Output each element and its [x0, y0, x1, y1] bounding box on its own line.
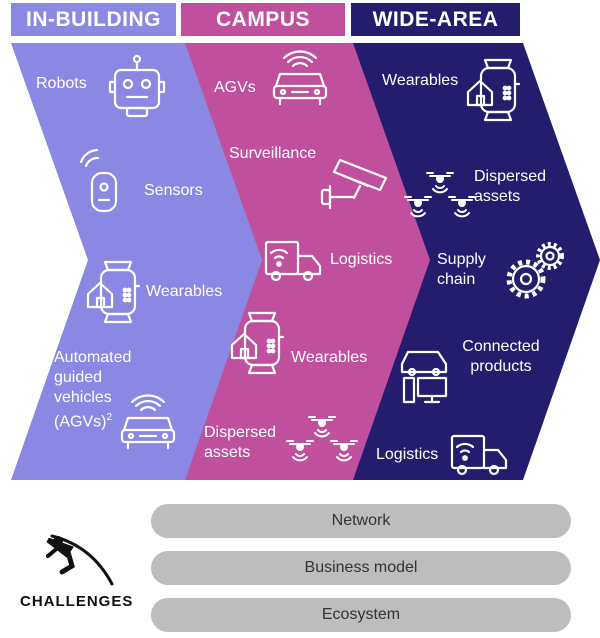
- label-supply-chain: Supply chain: [437, 251, 486, 288]
- pole-vault-icon: [46, 534, 114, 586]
- surveillance-camera-icon: [320, 158, 388, 210]
- challenge-business-model: Business model: [151, 551, 571, 585]
- label-sensors: Sensors: [144, 182, 203, 199]
- header-in-building: IN-BUILDING: [11, 3, 176, 36]
- challenges-label: CHALLENGES: [20, 593, 134, 610]
- label-dispersed-assets: Dispersed assets: [204, 424, 277, 461]
- label-surveillance: Surveillance: [229, 145, 317, 162]
- label-wearables: Wearables: [291, 349, 368, 366]
- challenge-ecosystem: Ecosystem: [151, 598, 571, 632]
- header-wide-area: WIDE-AREA: [351, 3, 520, 36]
- gears-icon: [506, 242, 564, 299]
- sensor-icon: [79, 148, 118, 213]
- campus-chevron: [179, 43, 430, 480]
- agvs-long-text: Automated guided vehicles (AGVs): [54, 349, 132, 431]
- label-robots: Robots: [36, 75, 87, 92]
- label-wearables: Wearables: [146, 283, 223, 300]
- in-building-chevron: [11, 43, 262, 480]
- header-campus: CAMPUS: [181, 3, 345, 36]
- label-connected-products: Connected products: [462, 338, 540, 375]
- label-wearables: Wearables: [382, 72, 459, 89]
- robot-icon: [108, 54, 166, 118]
- label-dispersed-assets: Dispersed assets: [474, 168, 547, 205]
- label-logistics: Logistics: [330, 251, 393, 268]
- challenge-network: Network: [151, 504, 571, 538]
- agvs-footnote: 2: [106, 412, 113, 423]
- connected-products-icon: [400, 350, 448, 404]
- label-agvs-long: Automated guided vehicles (AGVs)2: [54, 348, 154, 432]
- label-logistics: Logistics: [376, 446, 439, 463]
- label-agvs: AGVs: [214, 79, 256, 96]
